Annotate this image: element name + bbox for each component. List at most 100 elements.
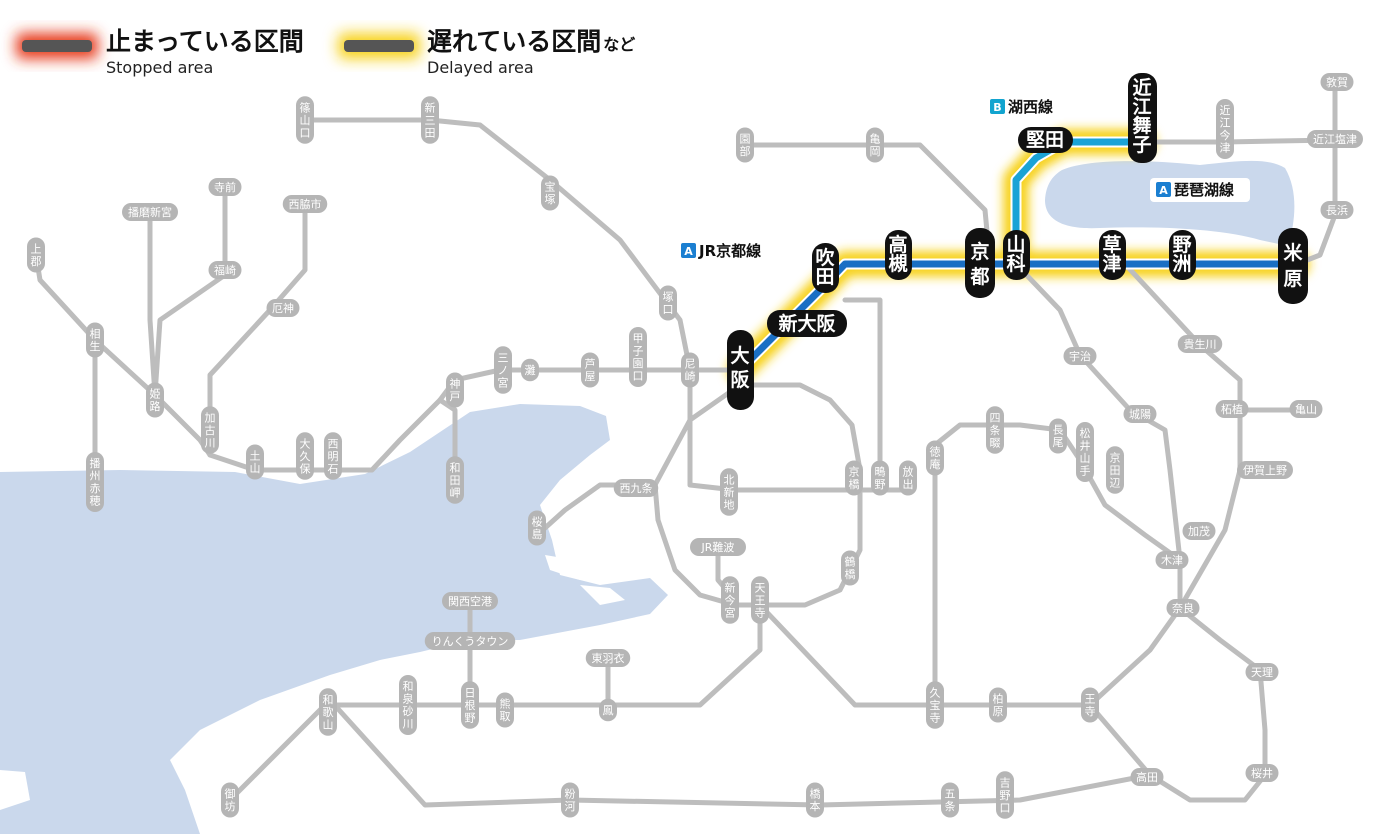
station-kokawa[interactable]: 粉河: [561, 782, 579, 818]
station-okubo[interactable]: 大久保: [296, 432, 314, 480]
station-label: 福崎: [214, 263, 236, 277]
station-takarazuka[interactable]: 宝塚: [541, 175, 559, 211]
svg-text:B: B: [993, 101, 1001, 114]
station-oji[interactable]: 王寺: [1081, 687, 1099, 723]
station-kakogawa[interactable]: 加古川: [201, 406, 219, 454]
station-yashiro[interactable]: 厄神: [266, 299, 300, 317]
station-yamashina[interactable]: 山 科: [1003, 230, 1030, 280]
station-tsuge[interactable]: 柘植: [1215, 400, 1249, 418]
station-label: 天王寺: [755, 581, 766, 619]
station-yasu[interactable]: 野 洲: [1169, 230, 1196, 280]
station-iga-ueno[interactable]: 伊賀上野: [1237, 461, 1293, 479]
station-omi-imazu[interactable]: 近江今津: [1216, 99, 1234, 159]
station-kyuhoji[interactable]: 久宝寺: [926, 681, 944, 729]
station-sasayamaguchi[interactable]: 篠山口: [296, 96, 314, 144]
station-nagahama[interactable]: 長浜: [1320, 201, 1354, 219]
station-matsuiyamate[interactable]: 松井山手: [1076, 422, 1094, 482]
station-nagao[interactable]: 長尾: [1049, 418, 1067, 454]
station-gojo[interactable]: 五条: [941, 782, 959, 818]
station-tokuan[interactable]: 徳庵: [926, 440, 944, 476]
station-kamigori[interactable]: 上郡: [27, 237, 45, 273]
station-hineno[interactable]: 日根野: [461, 681, 479, 729]
station-ashiya[interactable]: 芦屋: [581, 352, 599, 388]
station-wakayama[interactable]: 和歌山: [319, 688, 337, 736]
station-otori[interactable]: 鳳: [599, 698, 617, 722]
station-koshienguchi[interactable]: 甲子園口: [629, 327, 647, 387]
station-kamo[interactable]: 加茂: [1182, 522, 1216, 540]
station-tennoji[interactable]: 天王寺: [751, 576, 769, 624]
station-takada[interactable]: 高田: [1130, 768, 1164, 786]
station-sakurajima[interactable]: 桜島: [528, 510, 546, 546]
station-izumisunagawa[interactable]: 和泉砂川: [399, 675, 417, 735]
station-joyo[interactable]: 城陽: [1123, 405, 1157, 423]
station-shijonawate[interactable]: 四条畷: [986, 406, 1004, 454]
station-takatsuki[interactable]: 高 槻: [885, 230, 912, 280]
station-kyoto[interactable]: 京 都: [965, 228, 995, 298]
station-tsukaguchi[interactable]: 塚口: [659, 285, 677, 321]
station-nishiakashi[interactable]: 西明石: [324, 432, 342, 480]
station-label: 新三田: [425, 100, 436, 139]
station-kyobashi[interactable]: 京橋: [845, 460, 863, 496]
station-hashimoto[interactable]: 橋本: [806, 782, 824, 818]
station-tsuchiyama[interactable]: 土山: [246, 444, 264, 480]
station-nada[interactable]: 灘: [521, 358, 539, 382]
station-nara[interactable]: 奈良: [1166, 599, 1200, 617]
station-label: 久宝寺: [930, 686, 941, 724]
station-osaka[interactable]: 大 阪: [727, 330, 754, 410]
station-teramae[interactable]: 寺前: [208, 178, 242, 196]
station-fukusaki[interactable]: 福崎: [208, 261, 242, 279]
station-kansai-airport[interactable]: 関西空港: [442, 592, 498, 610]
station-aioi[interactable]: 相生: [86, 322, 104, 358]
station-kusatsu[interactable]: 草 津: [1099, 230, 1126, 280]
station-kibukawa[interactable]: 貴生川: [1177, 335, 1223, 353]
legend: 止まっている区間 Stopped area 遅れている区間など Delayed …: [16, 27, 635, 77]
station-higashi-hagoromo[interactable]: 東羽衣: [585, 649, 631, 667]
station-kobe[interactable]: 神戸: [446, 372, 464, 408]
station-kameyama[interactable]: 亀山: [1289, 400, 1323, 418]
station-label: 大久保: [300, 436, 311, 475]
station-shinsanda[interactable]: 新三田: [421, 96, 439, 144]
station-kyotanabe[interactable]: 京田辺: [1106, 446, 1124, 494]
station-shigino[interactable]: 鴫野: [871, 460, 889, 496]
station-tsuruhashi[interactable]: 鶴橋: [841, 550, 859, 586]
svg-text:堅田: 堅田: [1026, 129, 1064, 151]
station-himeji[interactable]: 姫路: [146, 382, 164, 418]
station-tenri[interactable]: 天理: [1245, 663, 1279, 681]
station-kameoka[interactable]: 亀岡: [866, 127, 884, 163]
station-nishikujo[interactable]: 西九条: [613, 479, 659, 497]
station-sakurai[interactable]: 桜井: [1245, 764, 1279, 782]
station-suita[interactable]: 吹 田: [812, 243, 839, 293]
station-kumatori[interactable]: 熊取: [496, 692, 514, 728]
station-kashiwara[interactable]: 柏原: [989, 687, 1007, 723]
station-label: 御坊: [225, 787, 236, 814]
station-omi-maiko[interactable]: 近 江 舞 子: [1128, 73, 1157, 163]
station-kizu[interactable]: 木津: [1155, 551, 1189, 569]
station-maibara[interactable]: 米 原: [1278, 228, 1308, 304]
station-shin-osaka[interactable]: 新大阪: [767, 310, 847, 337]
station-hanaten[interactable]: 放出: [899, 460, 917, 496]
station-katata[interactable]: 堅田: [1018, 127, 1073, 153]
station-nishiwakishi[interactable]: 西脇市: [282, 195, 328, 213]
station-banshu-ako[interactable]: 播州赤穂: [86, 452, 104, 512]
station-sonobe[interactable]: 園部: [736, 127, 754, 163]
svg-text:原: 原: [1283, 268, 1302, 290]
station-amagasaki[interactable]: 尼崎: [681, 352, 699, 388]
station-label: 篠山口: [300, 100, 311, 139]
jr-kyoto-line-name: JR京都線: [698, 242, 761, 260]
station-harima-shingu[interactable]: 播磨新宮: [122, 203, 178, 221]
station-shin-imamiya[interactable]: 新今宮: [721, 576, 739, 624]
station-jr-namba[interactable]: JR難波: [690, 538, 746, 556]
station-tsuruga[interactable]: 敦賀: [1320, 73, 1354, 91]
station-label: 貴生川: [1184, 337, 1217, 351]
station-sannomiya[interactable]: 三ノ宮: [494, 346, 512, 394]
station-label: 日根野: [465, 686, 476, 724]
station-yoshinoguchi[interactable]: 吉野口: [996, 771, 1014, 819]
station-kitashinchi[interactable]: 北新地: [720, 468, 738, 516]
station-rinku-town[interactable]: りんくうタウン: [424, 632, 516, 650]
station-gobo[interactable]: 御坊: [221, 782, 239, 818]
station-wadamisaki[interactable]: 和田岬: [446, 456, 464, 504]
station-label: 宇治: [1069, 349, 1091, 363]
station-omi-shiotsu[interactable]: 近江塩津: [1307, 130, 1363, 148]
station-uji[interactable]: 宇治: [1063, 347, 1097, 365]
station-label: 徳庵: [930, 446, 941, 472]
